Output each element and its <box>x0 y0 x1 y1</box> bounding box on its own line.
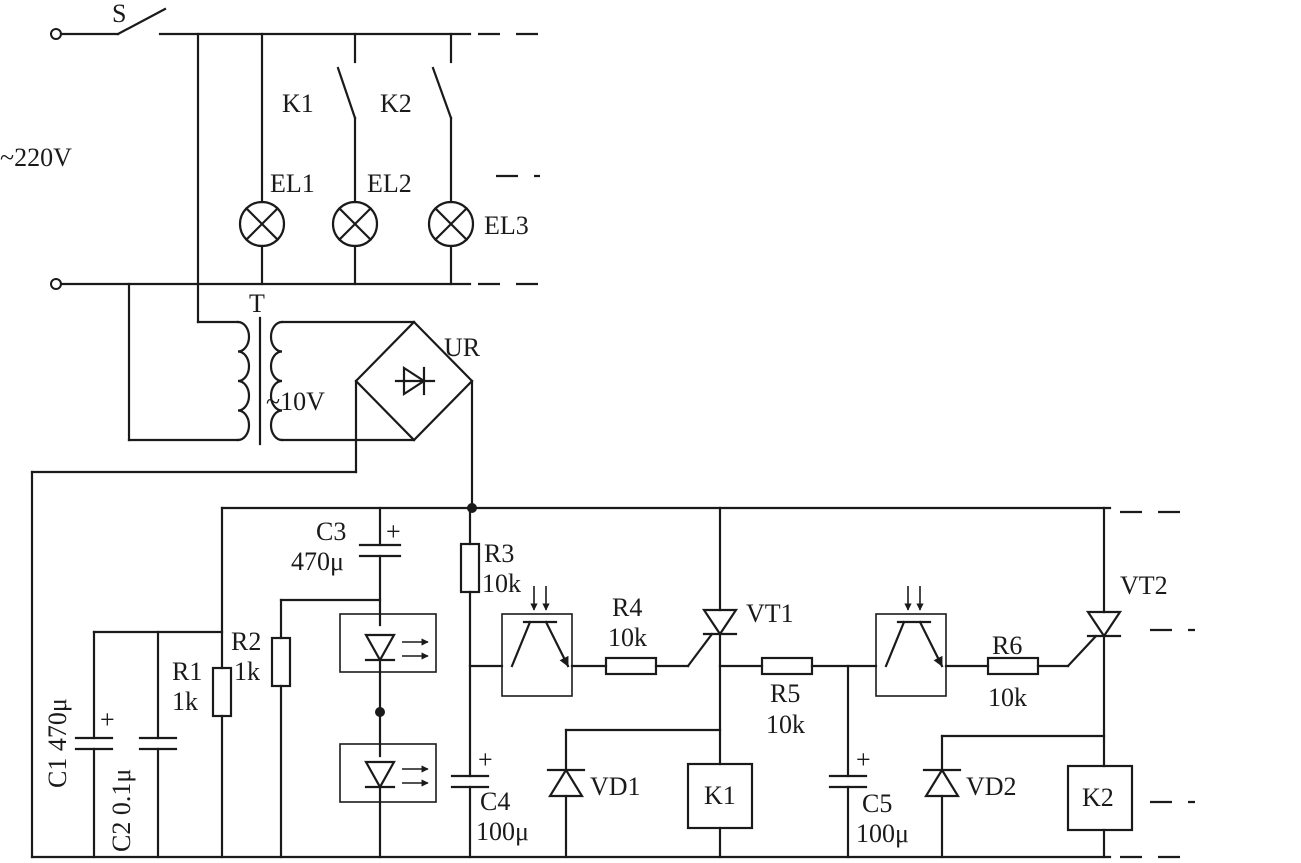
dc-rails <box>30 503 1185 859</box>
stage-1: R3 10k + C4 100μ R4 10k VT1 <box>450 506 794 859</box>
capacitor-c5-value: 100μ <box>856 819 909 848</box>
thyristor-vt2-label: VT2 <box>1120 571 1168 600</box>
capacitor-c4-name: C4 <box>480 787 510 816</box>
thyristor-vt1-label: VT1 <box>746 599 794 628</box>
resistor-r2 <box>270 636 292 688</box>
resistor-r5 <box>760 656 814 676</box>
rectifier-label: UR <box>444 333 481 362</box>
transformer-secondary-coil <box>269 320 284 442</box>
resistor-r6-name: R6 <box>992 631 1022 660</box>
diode-vd2-label: VD2 <box>966 772 1017 801</box>
resistor-r5-value: 10k <box>766 710 805 739</box>
mains-terminal-top <box>50 28 62 40</box>
phototransistor-1 <box>501 586 573 697</box>
resistor-r3-name: R3 <box>484 539 514 568</box>
relay-coil-k2 <box>1066 764 1134 832</box>
lamp-el2 <box>331 200 379 248</box>
relay-contact-k1 <box>336 66 357 120</box>
capacitor-c4-value: 100μ <box>476 817 529 846</box>
capacitor-c2-label: C2 0.1μ <box>107 769 136 852</box>
lamp-el3 <box>427 200 475 248</box>
junction-led-series <box>375 707 385 717</box>
transformer-primary-coil <box>236 320 251 442</box>
resistor-r4 <box>604 656 658 676</box>
mains-terminal-bottom <box>50 278 62 290</box>
resistor-r2-value: 1k <box>234 657 260 686</box>
mains-voltage-label: ~220V <box>0 143 72 172</box>
led-emitter-2 <box>339 743 437 803</box>
resistor-r1-name: R1 <box>172 657 202 686</box>
capacitor-c1-plus: + <box>100 705 115 734</box>
power-supply: T ~10V UR <box>30 32 481 859</box>
resistor-r6-value: 10k <box>988 683 1027 712</box>
resistor-r4-value: 10k <box>608 623 647 652</box>
capacitor-c3-name: C3 <box>316 517 346 546</box>
lamp-el1 <box>238 200 286 248</box>
diode-vd2 <box>922 767 962 798</box>
bridge-rectifier <box>354 320 474 442</box>
secondary-voltage-label: ~10V <box>266 387 325 416</box>
transformer-label: T <box>249 289 265 318</box>
switch-s <box>59 7 472 36</box>
resistor-r5-name: R5 <box>770 679 800 708</box>
thyristor-vt1 <box>701 608 739 636</box>
led-emitter-1 <box>339 613 437 673</box>
relay-contact-k2 <box>431 66 453 120</box>
lamp-el2-label: EL2 <box>367 169 412 198</box>
capacitor-c4-plus: + <box>478 745 493 774</box>
phototransistor-2 <box>875 586 947 697</box>
mains-section: S ~220V EL1 K1 EL2 <box>0 0 545 290</box>
thyristor-vt2 <box>1085 610 1123 638</box>
capacitor-c5-plus: + <box>856 745 871 774</box>
capacitor-c5-name: C5 <box>862 789 892 818</box>
resistor-r3 <box>459 542 481 594</box>
resistor-r1 <box>211 666 233 718</box>
capacitor-c3-plus: + <box>386 517 401 546</box>
diode-vd1 <box>546 767 586 798</box>
input-network: R1 1k + C1 470μ C2 0.1μ R2 1k + C3 470μ <box>43 506 437 859</box>
capacitor-c1-label: C1 470μ <box>43 698 72 788</box>
lamp-el3-label: EL3 <box>484 211 529 240</box>
diode-vd1-label: VD1 <box>590 772 641 801</box>
resistor-r3-value: 10k <box>482 569 521 598</box>
stage-2: R5 10k + C5 100μ R6 10k VT2 <box>718 506 1195 859</box>
switch-s-label: S <box>112 0 126 28</box>
capacitor-c3-value: 470μ <box>291 547 344 576</box>
resistor-r1-value: 1k <box>172 687 198 716</box>
relay-coil-k1-label: K1 <box>704 781 736 810</box>
relay-contact-k2-label: K2 <box>380 89 412 118</box>
resistor-r4-name: R4 <box>612 593 642 622</box>
resistor-r6 <box>986 656 1040 676</box>
relay-coil-k2-label: K2 <box>1082 783 1114 812</box>
lamp-el1-label: EL1 <box>270 169 315 198</box>
relay-contact-k1-label: K1 <box>282 89 314 118</box>
resistor-r2-name: R2 <box>231 627 261 656</box>
junction-rectifier-output <box>467 503 477 513</box>
